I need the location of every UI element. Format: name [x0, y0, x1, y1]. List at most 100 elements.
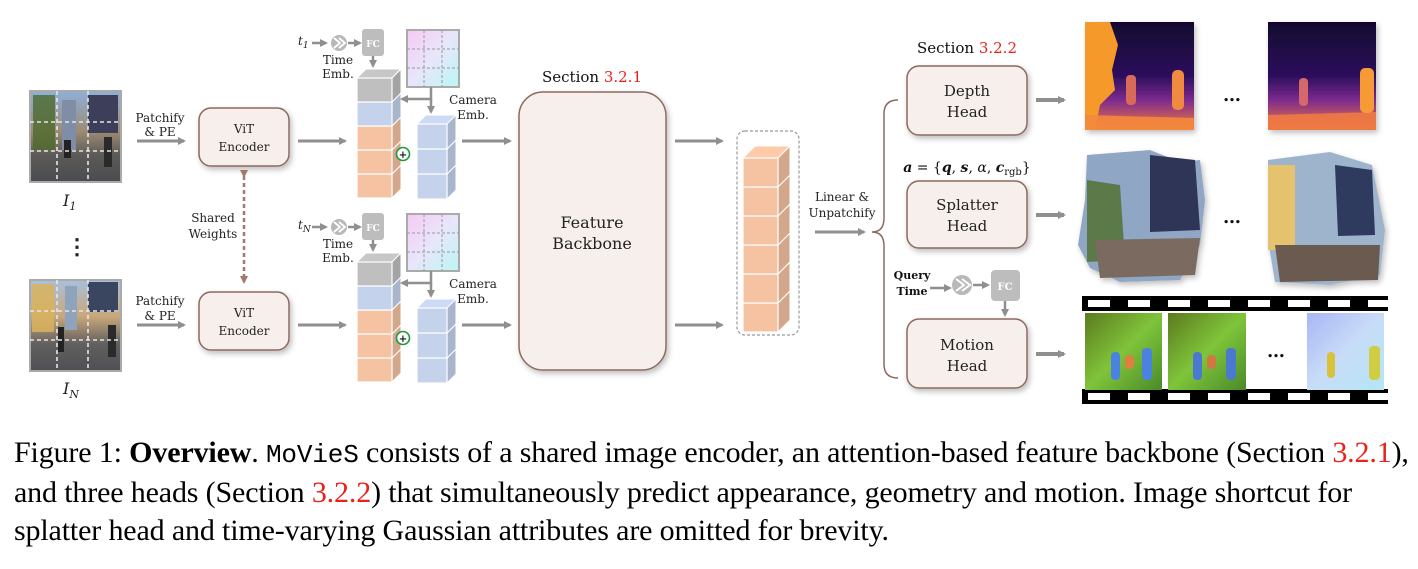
shared-weights-label-1: Shared — [191, 211, 235, 225]
overview-diagram: I1 ⋮ IN Patchify & PE Patchify & PE ViT … — [29, 22, 1390, 404]
motion-film-strip — [1082, 296, 1390, 404]
feature-backbone-label-1: Feature — [560, 213, 623, 232]
depth-output-1 — [1085, 22, 1194, 130]
camera-emb-label-bottom-2: Emb. — [457, 292, 489, 306]
camera-ray-map — [406, 29, 460, 88]
vit-encoder-top: ViT Encoder — [198, 107, 290, 167]
motion-output-2 — [1168, 313, 1246, 390]
vit-encoder-bottom-label-1: ViT — [233, 306, 254, 320]
film-perforation — [1368, 300, 1390, 307]
camera-to-token-arrow — [400, 87, 433, 103]
splatter-head: Splatter Head — [906, 180, 1028, 249]
caption-punct: . — [251, 436, 266, 469]
motion-head: Motion Head — [906, 318, 1028, 389]
film-perforation — [1328, 300, 1350, 307]
feature-token — [741, 144, 792, 189]
depth-head-label-1: Depth — [944, 82, 991, 100]
time-input-label-n: tN — [298, 218, 312, 235]
output-token-stack — [741, 144, 792, 334]
film-perforation — [1368, 393, 1390, 400]
motion-head-label-1: Motion — [940, 336, 994, 354]
depth-head: Depth Head — [906, 65, 1028, 136]
feature-backbone-label-2: Backbone — [552, 234, 632, 253]
splatter-head-label-1: Splatter — [936, 196, 999, 214]
film-perforation — [1248, 393, 1270, 400]
time-sinusoid-icon — [331, 219, 347, 235]
input-image-n — [29, 279, 122, 372]
splatter-attributes: a = {q, s, α, crgb} — [903, 160, 1031, 178]
query-time-label-2: Time — [896, 285, 927, 298]
vit-encoder-bottom-label-2: Encoder — [219, 324, 270, 338]
time-token — [355, 251, 403, 288]
patchify-label-bottom-1: Patchify — [135, 294, 184, 308]
plucker-token — [415, 113, 458, 151]
film-perforation — [1168, 300, 1190, 307]
query-fc-label: FC — [997, 282, 1012, 293]
motion-output-1 — [1085, 313, 1162, 390]
time-emb-label-bottom-2: Emb. — [322, 251, 354, 265]
heads-section-label: Section 3.2.2 — [917, 39, 1017, 57]
backbone-section-label: Section 3.2.1 — [542, 68, 642, 86]
camera-emb-label-top-2: Emb. — [457, 108, 489, 122]
plucker-token — [415, 297, 458, 335]
patchify-label-top-2: & PE — [144, 125, 175, 139]
film-perforation — [1168, 393, 1190, 400]
heads-section-ref[interactable]: 3.2.2 — [979, 39, 1017, 57]
film-bottom-band — [1082, 389, 1388, 404]
film-perforation — [1128, 393, 1150, 400]
caption-text-2: ), and three heads (Section — [14, 436, 1409, 509]
linear-label-1: Linear & — [815, 190, 869, 204]
time-emb-label-top-2: Emb. — [322, 67, 354, 81]
output-token-container — [736, 130, 800, 336]
film-perforation — [1248, 300, 1270, 307]
caption-title: Overview — [129, 436, 252, 469]
film-top-band — [1082, 296, 1388, 311]
add-operator-icon — [395, 330, 411, 346]
time-emb-label-bottom-1: Time — [323, 237, 353, 251]
film-perforation — [1128, 300, 1150, 307]
add-operator-icon — [395, 146, 411, 162]
caption-ref-heads[interactable]: 3.2.2 — [311, 476, 372, 509]
query-time-label-1: Query — [894, 269, 931, 282]
patchify-label-top-1: Patchify — [135, 111, 184, 125]
camera-emb-label-top-1: Camera — [449, 93, 497, 107]
caption-figure-label: Figure 1: — [14, 436, 130, 469]
splatter-ellipsis: … — [1223, 207, 1241, 228]
token-branch-bottom: FC + — [312, 213, 460, 385]
motion-ellipsis: … — [1267, 341, 1285, 362]
figure-caption: Figure 1: Overview. MoVieS consists of a… — [14, 434, 1414, 550]
film-perforation — [1088, 393, 1110, 400]
vit-encoder-top-label-1: ViT — [233, 122, 254, 136]
query-fc-block — [991, 270, 1020, 301]
linear-label-2: Unpatchify — [808, 206, 875, 220]
caption-method-name: MoVieS — [265, 440, 359, 470]
input-label-n: IN — [62, 379, 79, 401]
vertical-ellipsis: ⋮ — [66, 234, 88, 260]
splatter-output-1 — [1078, 150, 1205, 282]
time-fc-block — [362, 29, 384, 56]
film-perforation — [1328, 393, 1350, 400]
depth-head-label-2: Head — [947, 103, 988, 121]
caption-text-1: consists of a shared image encoder, an a… — [358, 436, 1333, 469]
depth-output-n — [1268, 22, 1376, 130]
caption-ref-backbone[interactable]: 3.2.1 — [1332, 436, 1392, 469]
add-operator-symbol: + — [399, 150, 407, 161]
time-input-label-1: t1 — [298, 34, 309, 51]
camera-to-token-arrow — [400, 271, 433, 287]
film-perforation — [1208, 300, 1230, 307]
camera-emb-label-bottom-1: Camera — [449, 277, 497, 291]
film-perforation — [1088, 300, 1110, 307]
vit-encoder-top-label-2: Encoder — [219, 140, 270, 154]
time-sinusoid-icon — [331, 35, 347, 51]
splatter-output-n — [1268, 152, 1385, 285]
time-token — [355, 67, 403, 104]
time-fc-label: FC — [366, 224, 380, 234]
token-branch-top: FC+ — [312, 29, 460, 201]
patchify-label-bottom-2: & PE — [144, 309, 175, 323]
caption-text-3: ) that simultaneously predict appearance… — [14, 476, 1352, 547]
add-operator-symbol: + — [399, 334, 407, 345]
backbone-section-ref[interactable]: 3.2.1 — [604, 68, 642, 86]
film-perforation — [1288, 393, 1310, 400]
splatter-head-label-2: Head — [947, 217, 988, 235]
motion-head-label-2: Head — [947, 357, 988, 375]
